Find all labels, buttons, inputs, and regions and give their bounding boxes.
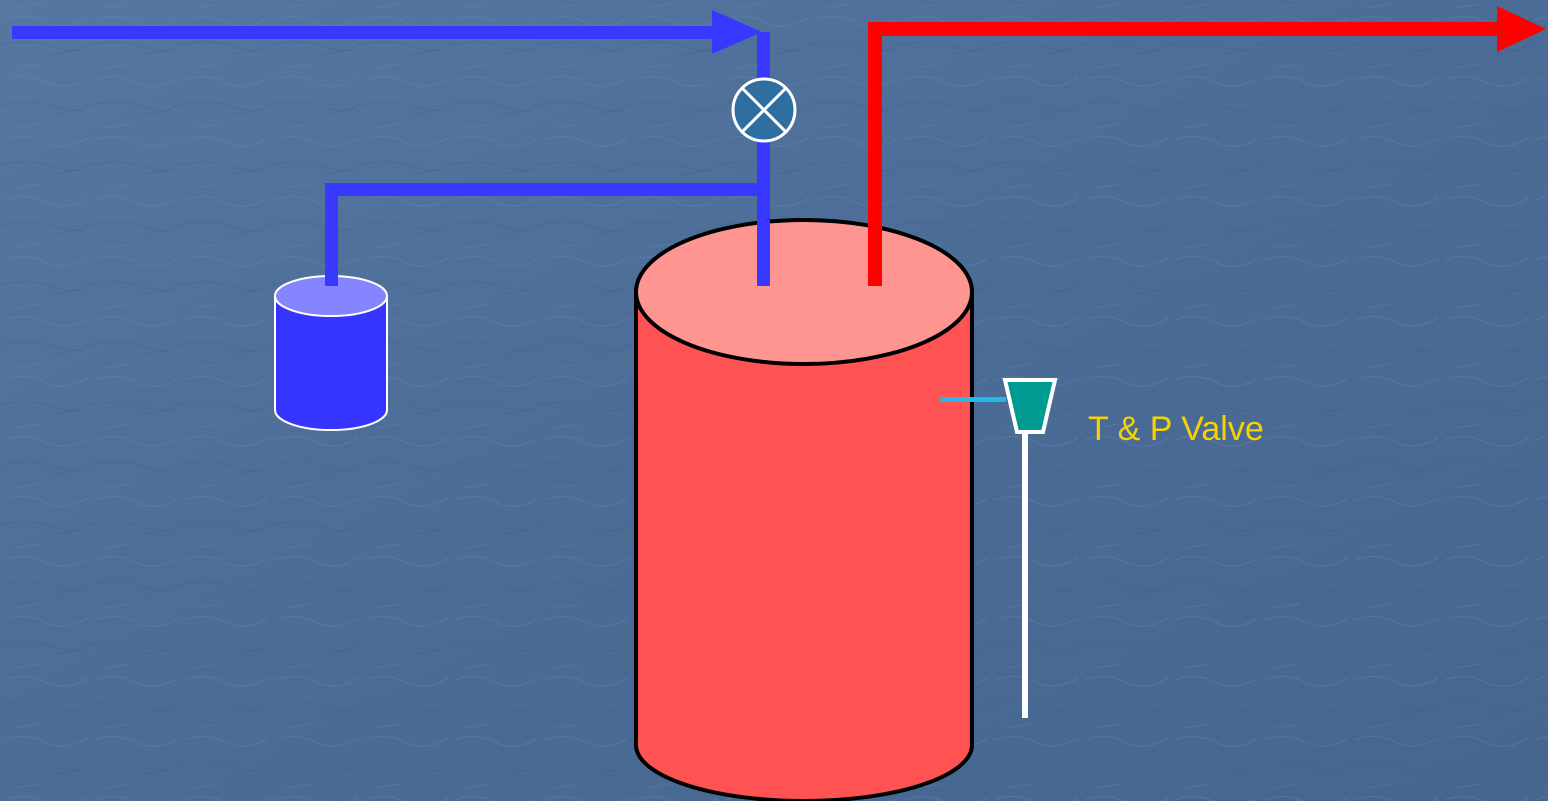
expansion-tank <box>274 275 388 431</box>
water-heater-tank-top <box>634 218 974 366</box>
trapezoid-valve-icon <box>1002 378 1058 434</box>
water-heater-tank <box>634 218 974 801</box>
hot-outlet-arrowhead <box>1497 6 1546 52</box>
discharge-pipe <box>1022 432 1028 718</box>
expansion-branch-pipe <box>325 183 770 285</box>
cold-supply-pipe <box>12 10 762 54</box>
circle-x-valve-icon <box>731 77 797 143</box>
tp-relief-valve <box>940 378 1058 718</box>
tp-valve-label: T & P Valve <box>1088 410 1264 448</box>
cold-inlet-stub <box>757 220 770 286</box>
expansion-tank-inlet <box>325 270 338 286</box>
hot-outlet-stub <box>868 220 882 286</box>
cold-supply-arrowhead <box>712 10 762 54</box>
relief-connector <box>940 397 1006 402</box>
